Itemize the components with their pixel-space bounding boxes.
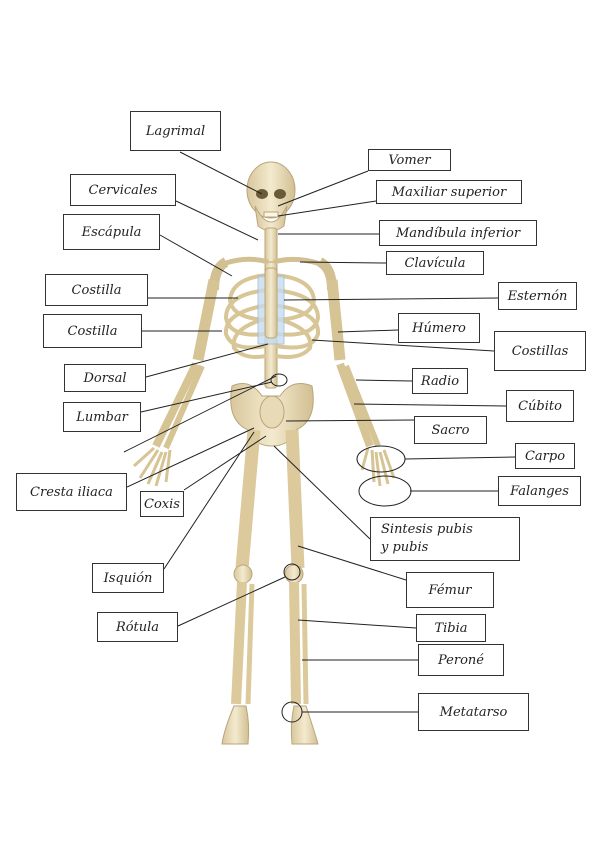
label-perone: Peroné: [418, 644, 504, 676]
label-radio: Radio: [412, 368, 468, 394]
patella-left: [234, 565, 252, 583]
label-lagrimal: Lagrimal: [130, 111, 221, 151]
label-cubito: Cúbito: [506, 390, 574, 422]
humerus-right: [332, 280, 340, 360]
label-tibia: Tibia: [416, 614, 486, 642]
label-esternon: Esternón: [498, 282, 577, 310]
forearm-left: [156, 364, 196, 446]
label-coxis: Coxis: [140, 491, 184, 517]
tibia-right: [294, 582, 296, 704]
label-mandibula-inferior: Mandíbula inferior: [379, 220, 537, 246]
hand-left: [134, 448, 170, 486]
forearm-right: [340, 364, 370, 446]
label-humero: Húmero: [398, 313, 480, 343]
patella-right: [285, 565, 303, 583]
label-costilla-1: Costilla: [45, 274, 148, 306]
humerus-left: [198, 280, 214, 360]
label-sacro: Sacro: [414, 416, 487, 444]
label-rotula: Rótula: [97, 612, 178, 642]
label-falanges: Falanges: [498, 476, 581, 506]
clavicle-left: [226, 259, 268, 263]
foot-left: [222, 706, 249, 744]
label-cresta-iliaca: Cresta iliaca: [16, 473, 127, 511]
label-escapula: Escápula: [63, 214, 160, 250]
tibia-left: [236, 582, 242, 704]
label-isquion: Isquión: [92, 563, 164, 593]
label-femur: Fémur: [406, 572, 494, 608]
cervical-spine: [265, 228, 277, 264]
callout-circle-falanges: [359, 476, 411, 506]
label-vomer: Vomer: [368, 149, 451, 171]
sternum: [265, 268, 277, 338]
label-cervicales: Cervicales: [70, 174, 176, 206]
skeleton-illustration: [134, 162, 394, 744]
label-costilla-2: Costilla: [43, 314, 142, 348]
label-metatarso: Metatarso: [418, 693, 529, 731]
label-maxiliar-superior: Maxiliar superior: [376, 180, 522, 204]
femur-right: [292, 430, 298, 568]
label-costillas: Costillas: [494, 331, 586, 371]
label-dorsal: Dorsal: [64, 364, 146, 392]
label-carpo: Carpo: [515, 443, 575, 469]
label-lumbar: Lumbar: [63, 402, 141, 432]
label-clavicula: Clavícula: [386, 251, 484, 275]
